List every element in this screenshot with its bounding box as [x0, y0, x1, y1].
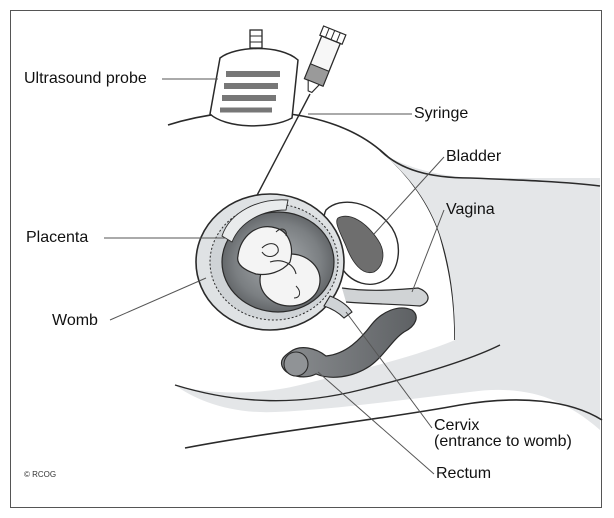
- copyright-text: © RCOG: [24, 470, 56, 479]
- leader-vagina: [412, 210, 444, 292]
- label-womb: Womb: [52, 313, 98, 329]
- label-cervix-subtitle: (entrance to womb): [434, 434, 572, 450]
- vagina-drawing: [342, 288, 428, 306]
- ultrasound-probe-drawing: [210, 30, 298, 126]
- label-ultrasound-probe: Ultrasound probe: [24, 71, 147, 87]
- leader-womb: [110, 278, 206, 320]
- label-cervix: Cervix: [434, 418, 479, 434]
- label-placenta: Placenta: [26, 230, 88, 246]
- label-syringe: Syringe: [414, 106, 468, 122]
- label-vagina: Vagina: [446, 202, 495, 218]
- label-rectum: Rectum: [436, 466, 491, 482]
- label-bladder: Bladder: [446, 149, 501, 165]
